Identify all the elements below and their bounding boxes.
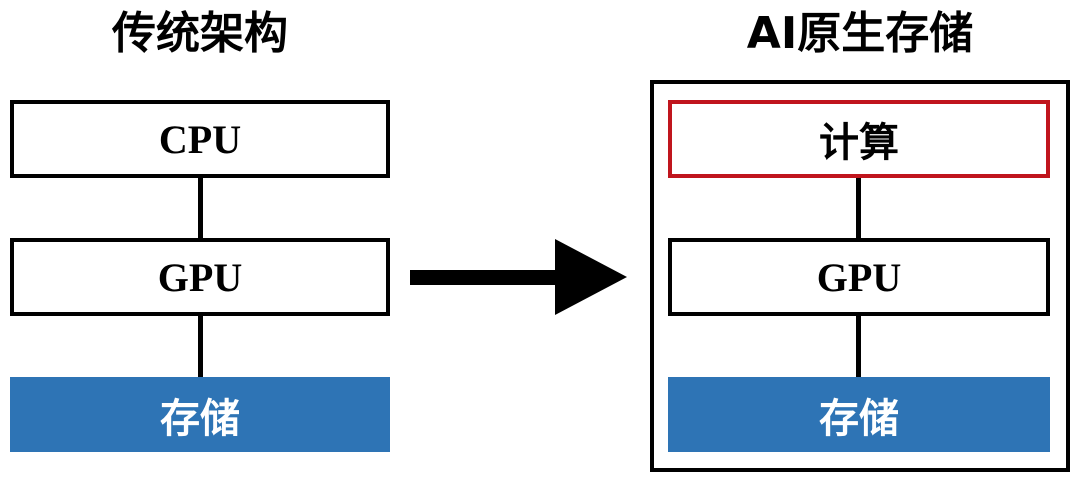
cpu-gpu-connector	[198, 178, 203, 238]
cpu-box: CPU	[10, 100, 390, 178]
gpu-storage-connector-right	[856, 316, 861, 377]
right-arrow-icon	[410, 239, 627, 315]
gpu-storage-connector-left	[198, 316, 203, 377]
arrow-head	[555, 239, 627, 315]
storage-box-right: 存储	[668, 377, 1050, 452]
compute-box: 计算	[668, 100, 1050, 178]
compute-gpu-connector	[856, 178, 861, 238]
storage-box-left: 存储	[10, 377, 390, 452]
gpu-box-right: GPU	[668, 238, 1050, 316]
traditional-architecture-title: 传统架构	[112, 8, 288, 59]
ai-native-storage-container	[650, 80, 1070, 472]
arrow-shaft	[410, 270, 560, 285]
ai-native-storage-title: AI原生存储	[746, 8, 974, 59]
gpu-box-left: GPU	[10, 238, 390, 316]
